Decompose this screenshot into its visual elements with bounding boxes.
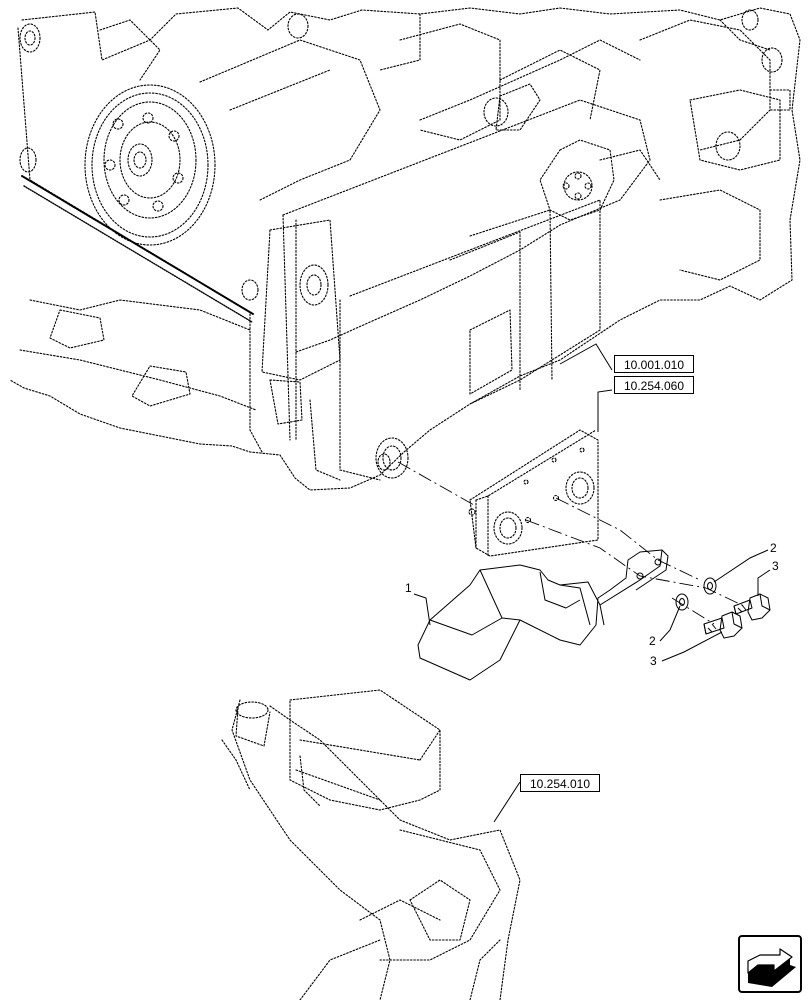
next-page-arrow-icon — [747, 948, 796, 987]
flywheel — [84, 84, 216, 246]
exhaust-pipe — [221, 689, 521, 1000]
leader-lines — [413, 343, 771, 823]
mounting-bracket — [468, 429, 599, 557]
washers[interactable] — [675, 577, 717, 611]
bolts[interactable] — [703, 593, 771, 639]
callout-bolt-lower: 3 — [650, 654, 657, 668]
engine-mount-bosses — [19, 9, 783, 479]
engine-block — [9, 7, 801, 491]
callout-bolt-upper: 3 — [772, 559, 779, 573]
callout-washer-upper: 2 — [770, 541, 777, 555]
callout-shield: 1 — [405, 581, 412, 595]
ref-engine-link[interactable]: 10.001.010 — [614, 355, 694, 373]
next-page-button[interactable] — [738, 935, 802, 993]
assembly-lines — [397, 461, 745, 625]
ref-bracket-link[interactable]: 10.254.060 — [614, 376, 694, 394]
ref-exhaust-link[interactable]: 10.254.010 — [520, 774, 600, 792]
heat-shield[interactable] — [417, 549, 669, 681]
callout-washer-lower: 2 — [649, 634, 656, 648]
